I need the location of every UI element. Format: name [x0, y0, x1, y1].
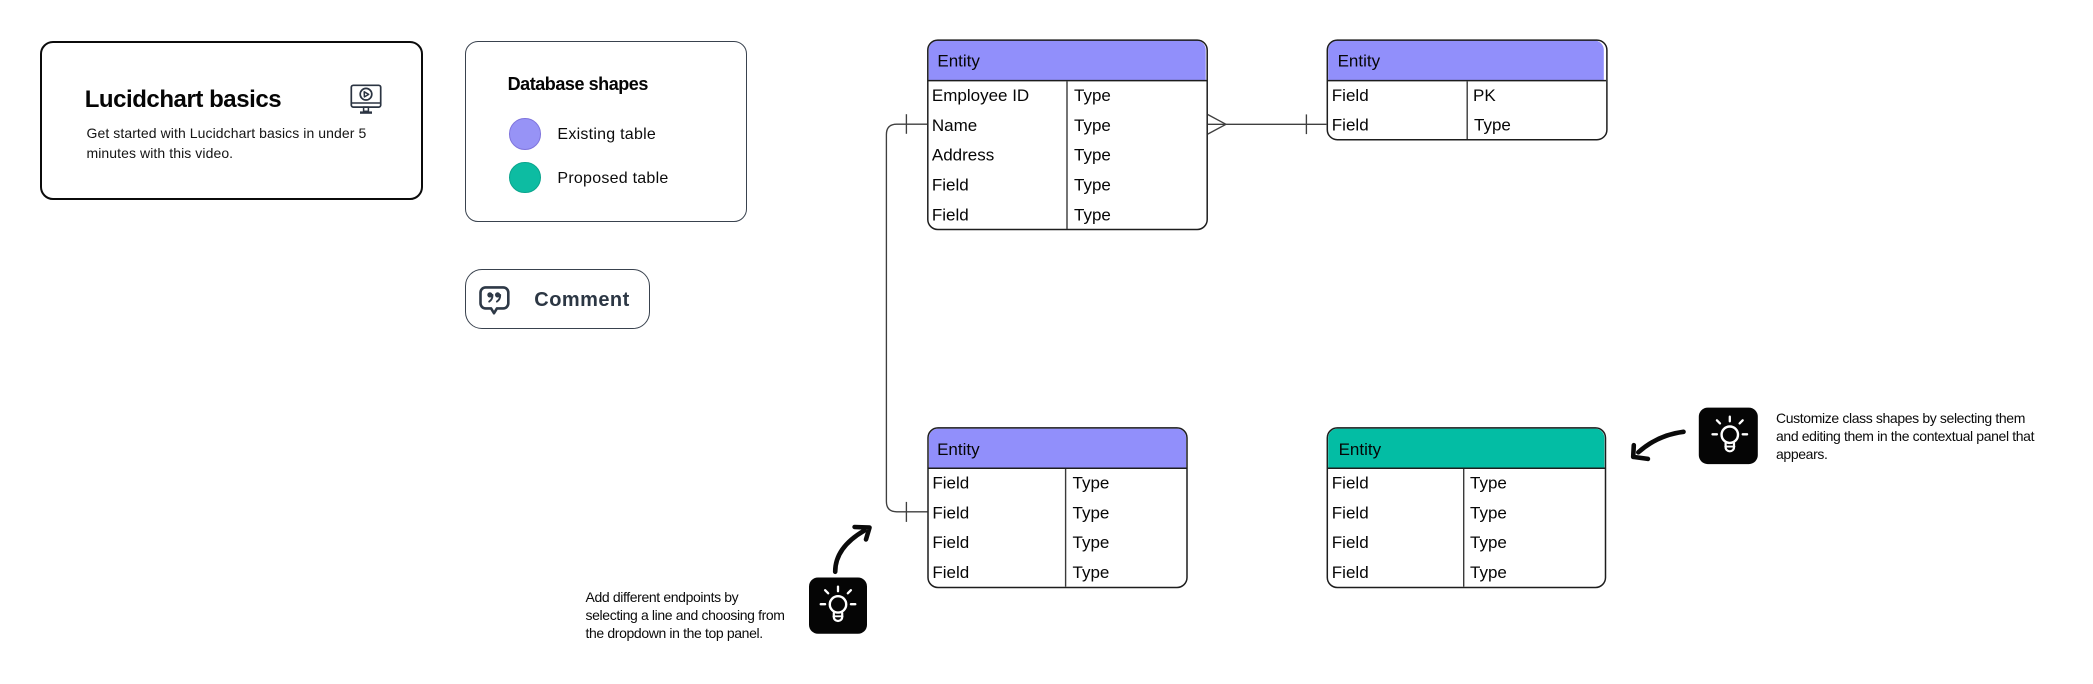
- svg-text:Field: Field: [1332, 474, 1369, 493]
- svg-text:Field: Field: [1332, 533, 1369, 552]
- svg-text:PK: PK: [1473, 86, 1496, 105]
- svg-text:Type: Type: [1073, 474, 1110, 493]
- svg-text:Field: Field: [932, 563, 969, 582]
- svg-text:Entity: Entity: [1339, 440, 1382, 459]
- svg-text:Employee ID: Employee ID: [932, 86, 1029, 105]
- svg-text:Type: Type: [1470, 563, 1507, 582]
- svg-text:Name: Name: [932, 116, 977, 135]
- svg-text:Address: Address: [932, 146, 994, 165]
- svg-text:Field: Field: [1332, 86, 1369, 105]
- svg-text:Type: Type: [1074, 86, 1111, 105]
- svg-text:Field: Field: [932, 474, 969, 493]
- svg-text:Entity: Entity: [937, 52, 980, 71]
- svg-text:Type: Type: [1073, 563, 1110, 582]
- svg-text:Type: Type: [1073, 503, 1110, 522]
- svg-text:Type: Type: [1474, 115, 1511, 134]
- svg-text:Entity: Entity: [937, 440, 980, 459]
- svg-text:Type: Type: [1074, 206, 1111, 225]
- svg-text:Type: Type: [1073, 533, 1110, 552]
- svg-text:Type: Type: [1074, 116, 1111, 135]
- svg-text:Entity: Entity: [1338, 52, 1381, 71]
- svg-text:Type: Type: [1074, 146, 1111, 165]
- svg-text:Field: Field: [932, 176, 969, 195]
- svg-text:Type: Type: [1470, 503, 1507, 522]
- svg-text:Type: Type: [1470, 474, 1507, 493]
- svg-text:Field: Field: [1332, 563, 1369, 582]
- svg-text:Field: Field: [1332, 115, 1369, 134]
- svg-text:Type: Type: [1074, 176, 1111, 195]
- svg-text:Field: Field: [932, 503, 969, 522]
- svg-text:Field: Field: [932, 533, 969, 552]
- svg-text:Field: Field: [1332, 503, 1369, 522]
- svg-text:Field: Field: [932, 206, 969, 225]
- svg-text:Type: Type: [1470, 533, 1507, 552]
